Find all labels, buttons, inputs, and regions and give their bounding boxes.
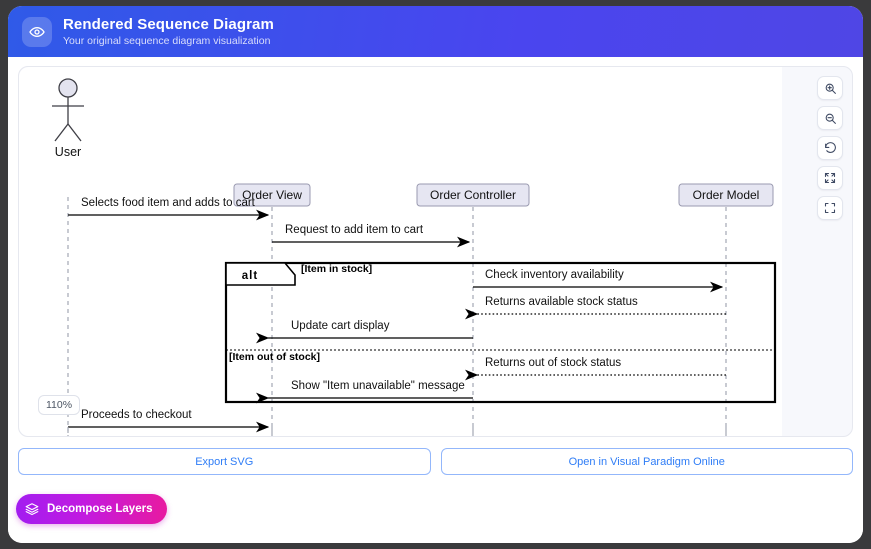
app-header: Rendered Sequence Diagram Your original … [8, 6, 863, 57]
action-buttons: Export SVG Open in Visual Paradigm Onlin… [18, 448, 853, 475]
header-text-group: Rendered Sequence Diagram Your original … [63, 16, 274, 48]
fit-to-screen-icon[interactable] [817, 166, 843, 190]
svg-text:[Item in stock]: [Item in stock] [301, 263, 372, 275]
diagram-canvas[interactable]: User Order View Order Controller Order M… [18, 66, 853, 437]
svg-text:Show "Item unavailable" messag: Show "Item unavailable" message [291, 380, 465, 392]
open-in-visual-paradigm-button[interactable]: Open in Visual Paradigm Online [441, 448, 854, 475]
sequence-diagram: User Order View Order Controller Order M… [19, 67, 782, 436]
app-window: Rendered Sequence Diagram Your original … [8, 6, 863, 543]
zoom-in-icon[interactable] [817, 76, 843, 100]
svg-text:Selects food item and adds to: Selects food item and adds to cart [81, 197, 256, 209]
svg-text:Order Controller: Order Controller [430, 188, 516, 202]
svg-text:Order Model: Order Model [693, 188, 760, 202]
zoom-level-badge: 110% [38, 395, 80, 415]
sequence-diagram-overflow: Request to process payment Validate user… [19, 427, 782, 436]
svg-text:Returns available stock status: Returns available stock status [485, 296, 638, 308]
svg-text:Update cart display: Update cart display [291, 320, 390, 332]
layers-icon [25, 502, 39, 516]
decompose-layers-button[interactable]: Decompose Layers [16, 494, 167, 524]
page-title: Rendered Sequence Diagram [63, 16, 274, 33]
zoom-out-icon[interactable] [817, 106, 843, 130]
fullscreen-icon[interactable] [817, 196, 843, 220]
svg-text:Returns out of stock status: Returns out of stock status [485, 357, 621, 369]
svg-text:User: User [55, 145, 81, 159]
svg-text:alt: alt [242, 270, 258, 282]
canvas-toolbar [817, 76, 843, 220]
svg-text:Check inventory availability: Check inventory availability [485, 269, 624, 281]
page-subtitle: Your original sequence diagram visualiza… [63, 34, 274, 48]
svg-text:[Item out of stock]: [Item out of stock] [229, 351, 320, 363]
canvas-region: User Order View Order Controller Order M… [8, 57, 863, 475]
svg-text:Request to add item to cart: Request to add item to cart [285, 224, 424, 236]
app-footer: Decompose Layers [8, 475, 863, 543]
decompose-layers-label: Decompose Layers [47, 503, 152, 515]
reset-view-icon[interactable] [817, 136, 843, 160]
export-svg-button[interactable]: Export SVG [18, 448, 431, 475]
diagram-viewport[interactable]: User Order View Order Controller Order M… [19, 67, 782, 436]
eye-icon [22, 17, 52, 47]
svg-text:Proceeds to checkout: Proceeds to checkout [81, 409, 192, 421]
